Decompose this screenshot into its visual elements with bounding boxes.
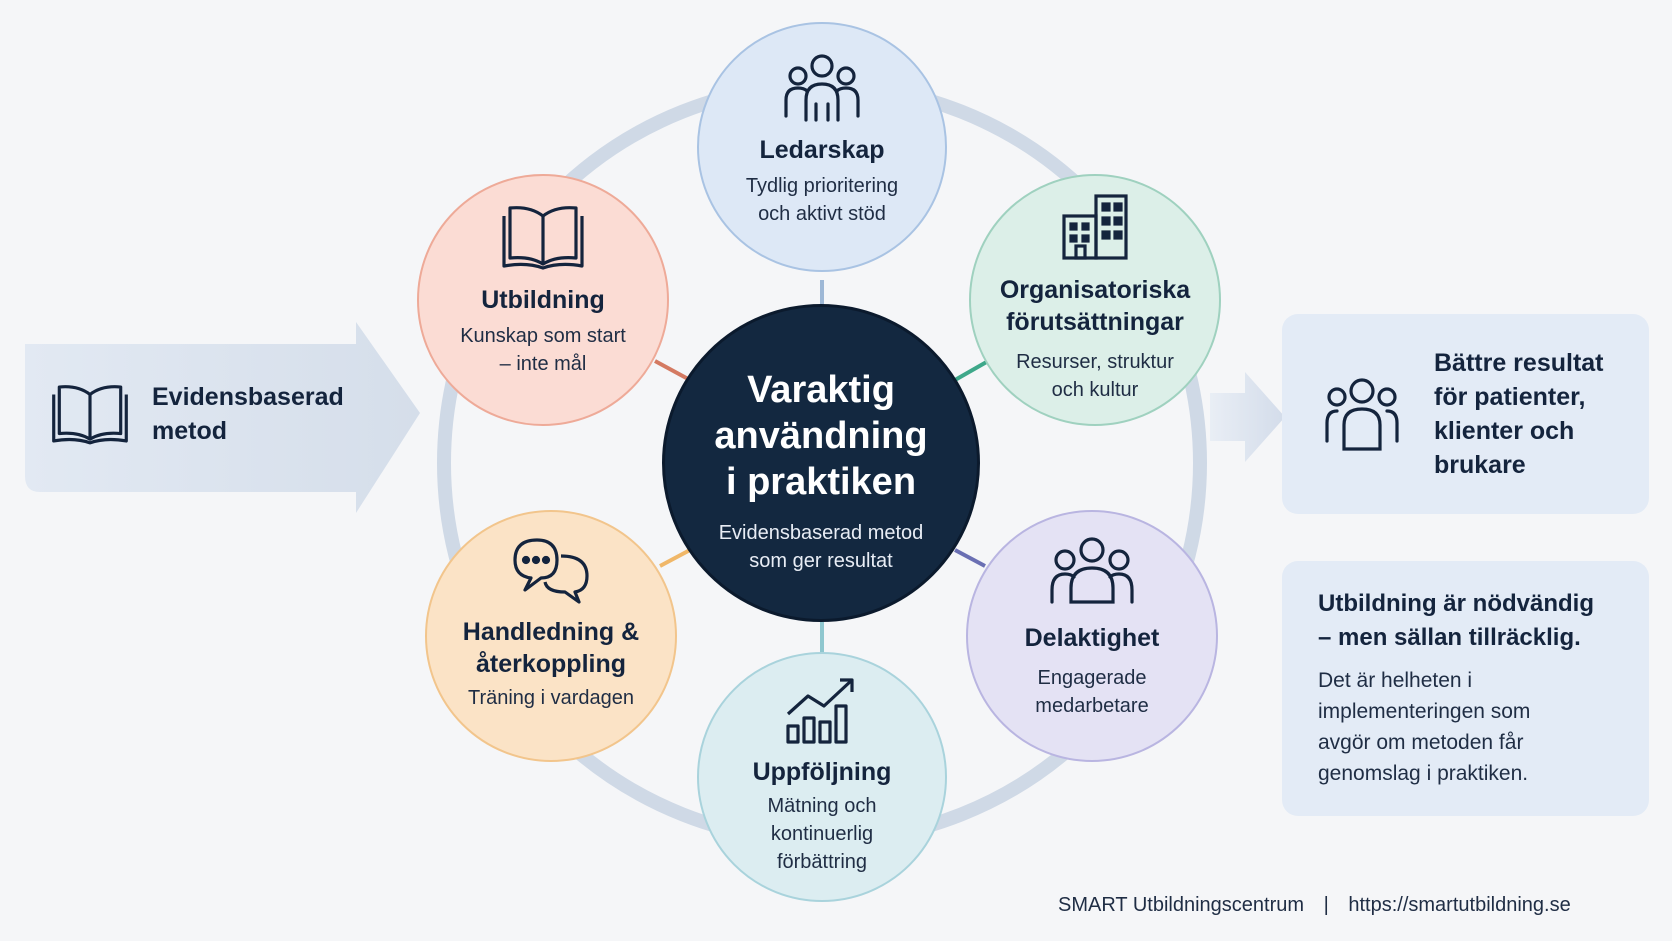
utbildning-sub-1: Kunskap som start	[460, 325, 626, 347]
center-node: Varaktig användning i praktiken Evidensb…	[662, 304, 980, 622]
organisatoriska-sub-2: och kultur	[1051, 379, 1139, 401]
output-arrow	[1210, 372, 1285, 462]
node-utbildning: Utbildning Kunskap som start – inte mål	[417, 174, 669, 426]
ledarskap-sub-2: och aktivt stöd	[758, 203, 886, 225]
note-text-3: avgör om metoden får	[1318, 731, 1524, 754]
uppfoljning-sub-2: kontinuerlig	[770, 823, 874, 845]
delaktighet-sub-2: medarbetare	[1035, 695, 1149, 717]
footer: SMART Utbildningscentrum | https://smart…	[1058, 894, 1571, 917]
center-sub-2: som ger resultat	[749, 550, 893, 572]
footer-org: SMART Utbildningscentrum	[1058, 894, 1305, 916]
uppfoljning-title: Uppföljning	[752, 758, 892, 786]
connector-handledning	[659, 548, 691, 568]
node-delaktighet: Delaktighet Engagerade medarbetare	[966, 510, 1218, 762]
organisatoriska-title-2: förutsättningar	[1006, 308, 1184, 336]
building-icon	[1062, 194, 1128, 260]
chat-bubbles-icon	[513, 538, 589, 604]
input-title-1: Evidensbaserad	[152, 383, 344, 411]
footer-separator: |	[1323, 894, 1329, 916]
note-text-1: Det är helheten i	[1318, 669, 1473, 692]
delaktighet-title: Delaktighet	[1024, 624, 1160, 652]
note-text-4: genomslag i praktiken.	[1318, 762, 1529, 785]
uppfoljning-sub-1: Mätning och	[767, 795, 877, 817]
connector-utbildning	[654, 359, 691, 382]
result-title-3: klienter och	[1434, 417, 1575, 445]
note-card: Utbildning är nödvändig – men sällan til…	[1282, 561, 1649, 816]
input-label: Evidensbaserad metod	[50, 380, 344, 448]
connector-organisatoriska	[954, 358, 991, 382]
input-arrow	[25, 322, 420, 513]
result-title-1: Bättre resultat	[1434, 349, 1604, 377]
result-card: Bättre resultat för patienter, klienter …	[1282, 314, 1649, 514]
people-group-icon	[784, 54, 860, 122]
open-book-icon	[502, 206, 584, 270]
team-icon	[1050, 537, 1134, 604]
node-organisatoriska: Organisatoriska förutsättningar Resurser…	[969, 174, 1221, 426]
organisatoriska-title-1: Organisatoriska	[999, 276, 1191, 304]
node-ledarskap: Ledarskap Tydlig prioritering och aktivt…	[697, 22, 947, 272]
input-title-2: metod	[152, 417, 227, 445]
connector-delaktighet	[954, 548, 986, 568]
center-title-1: Varaktig	[747, 369, 895, 411]
organisatoriska-sub-1: Resurser, struktur	[1016, 351, 1174, 373]
result-title-2: för patienter,	[1434, 383, 1586, 411]
delaktighet-sub-1: Engagerade	[1037, 667, 1147, 689]
people-icon	[1325, 378, 1399, 451]
note-title-2: – men sällan tillräcklig.	[1318, 624, 1581, 651]
ledarskap-sub-1: Tydlig prioritering	[745, 175, 899, 197]
open-book-icon	[52, 385, 128, 445]
utbildning-title: Utbildning	[481, 286, 605, 314]
footer-url[interactable]: https://smartutbildning.se	[1348, 894, 1571, 916]
note-title-1: Utbildning är nödvändig	[1318, 590, 1594, 617]
handledning-title-1: Handledning &	[462, 618, 640, 646]
uppfoljning-sub-3: förbättring	[776, 851, 868, 873]
result-title-4: brukare	[1434, 451, 1526, 479]
handledning-title-2: återkoppling	[475, 650, 626, 678]
center-title-3: i praktiken	[725, 461, 917, 503]
note-text-2: implementeringen som	[1318, 700, 1531, 723]
utbildning-sub-2: – inte mål	[499, 353, 587, 375]
growth-chart-icon	[786, 678, 854, 744]
handledning-sub-1: Träning i vardagen	[467, 687, 635, 709]
ledarskap-title: Ledarskap	[759, 136, 885, 164]
center-title-2: användning	[714, 415, 928, 457]
node-uppfoljning: Uppföljning Mätning och kontinuerlig för…	[697, 652, 947, 902]
center-sub-1: Evidensbaserad metod	[718, 522, 924, 544]
node-handledning: Handledning & återkoppling Träning i var…	[425, 510, 677, 762]
